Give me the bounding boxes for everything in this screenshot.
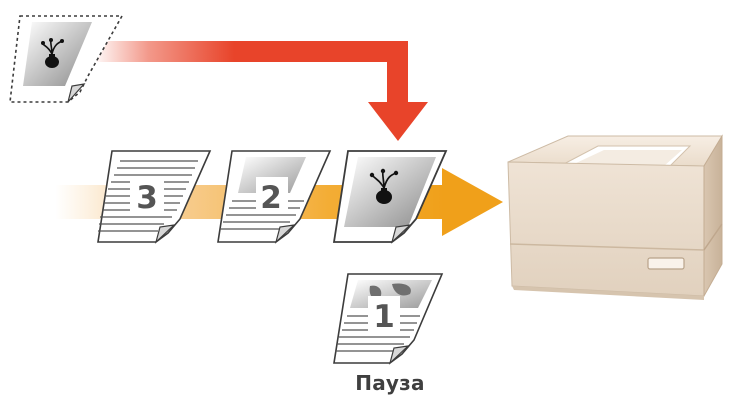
vase-photo-icon — [41, 38, 64, 68]
queued-document-3: 3 — [97, 150, 212, 244]
queued-document-2: 2 — [217, 150, 332, 244]
vase-photo-icon — [369, 168, 399, 204]
interrupt-arrow — [92, 41, 428, 141]
pause-label: Пауза — [355, 371, 425, 395]
document-number-3: 3 — [136, 180, 158, 216]
interrupt-source-document — [9, 15, 124, 103]
document-number-1: 1 — [373, 299, 395, 335]
interrupt-document — [332, 150, 448, 244]
paused-document-1: 1 — [333, 273, 444, 365]
document-number-2: 2 — [260, 180, 282, 216]
printer-icon — [507, 134, 723, 300]
